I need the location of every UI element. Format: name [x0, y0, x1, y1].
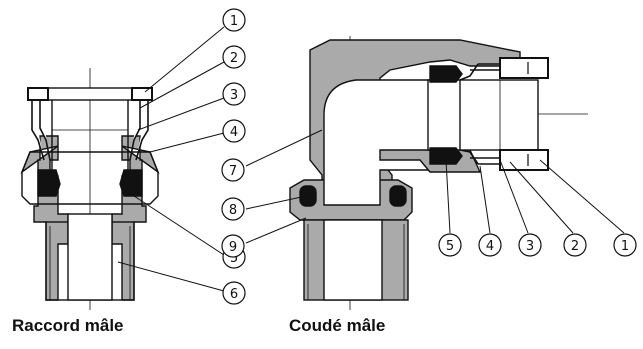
right-collet-bottom — [459, 149, 500, 165]
callout-9-right: 9 — [221, 234, 245, 258]
callout-label: 1 — [621, 239, 629, 254]
left-hex-outline — [21, 151, 159, 205]
right-leaders — [245, 129, 625, 244]
left-leaders — [117, 26, 225, 292]
right-thread-bore — [323, 219, 383, 301]
callout-label: 4 — [486, 239, 494, 254]
callout-label: 6 — [230, 287, 238, 302]
callout-label: 2 — [230, 51, 238, 66]
callout-4-right: 4 — [478, 233, 502, 257]
callout-5-right: 5 — [438, 233, 462, 257]
callout-6-left: 6 — [222, 281, 246, 305]
right-release-top — [499, 57, 549, 79]
callout-8-right: 8 — [221, 197, 245, 221]
callout-7-right: 7 — [221, 158, 245, 182]
right-seal-top — [429, 65, 463, 83]
left-collet-left — [31, 100, 51, 161]
callout-label: 7 — [229, 164, 237, 179]
right-seal-bottom — [429, 147, 463, 165]
callout-label: 3 — [230, 88, 238, 103]
elbow-inner-passage — [323, 79, 431, 206]
male-connector-drawing — [20, 68, 160, 310]
right-gasket-right — [389, 185, 407, 207]
left-body-right-half — [111, 135, 160, 301]
right-callouts: 7 8 9 5 4 3 2 1 — [221, 158, 637, 258]
caption-elbow-connector: Coudé mâle — [289, 316, 386, 335]
callout-label: 5 — [446, 239, 454, 254]
right-collet-top — [459, 63, 500, 81]
left-ring-top-left — [27, 87, 49, 101]
right-tube — [427, 79, 539, 151]
left-ring-top-right — [131, 87, 153, 101]
left-seal-left — [37, 169, 61, 197]
right-release-bottom — [499, 149, 549, 171]
callout-label: 4 — [230, 125, 238, 140]
callout-2-left: 2 — [222, 45, 246, 69]
callout-3-left: 3 — [222, 82, 246, 106]
left-inner-bore — [67, 213, 113, 301]
callout-3-right: 3 — [518, 233, 542, 257]
elbow-connector-drawing — [289, 36, 588, 310]
callout-label: 9 — [229, 240, 237, 255]
callout-label: 2 — [571, 239, 579, 254]
left-seal-right — [119, 169, 143, 197]
left-callouts: 1 2 3 4 5 6 — [222, 8, 246, 305]
callout-4-left: 4 — [222, 119, 246, 143]
callout-label: 1 — [230, 14, 238, 29]
left-body-left-half — [20, 135, 69, 301]
callout-1-right: 1 — [613, 233, 637, 257]
right-gasket-left — [299, 185, 317, 207]
callout-1-left: 1 — [222, 8, 246, 32]
callout-label: 3 — [526, 239, 534, 254]
callout-label: 8 — [229, 203, 237, 218]
caption-male-connector: Raccord mâle — [12, 316, 124, 335]
callout-label: 5 — [230, 251, 238, 266]
callout-2-right: 2 — [563, 233, 587, 257]
